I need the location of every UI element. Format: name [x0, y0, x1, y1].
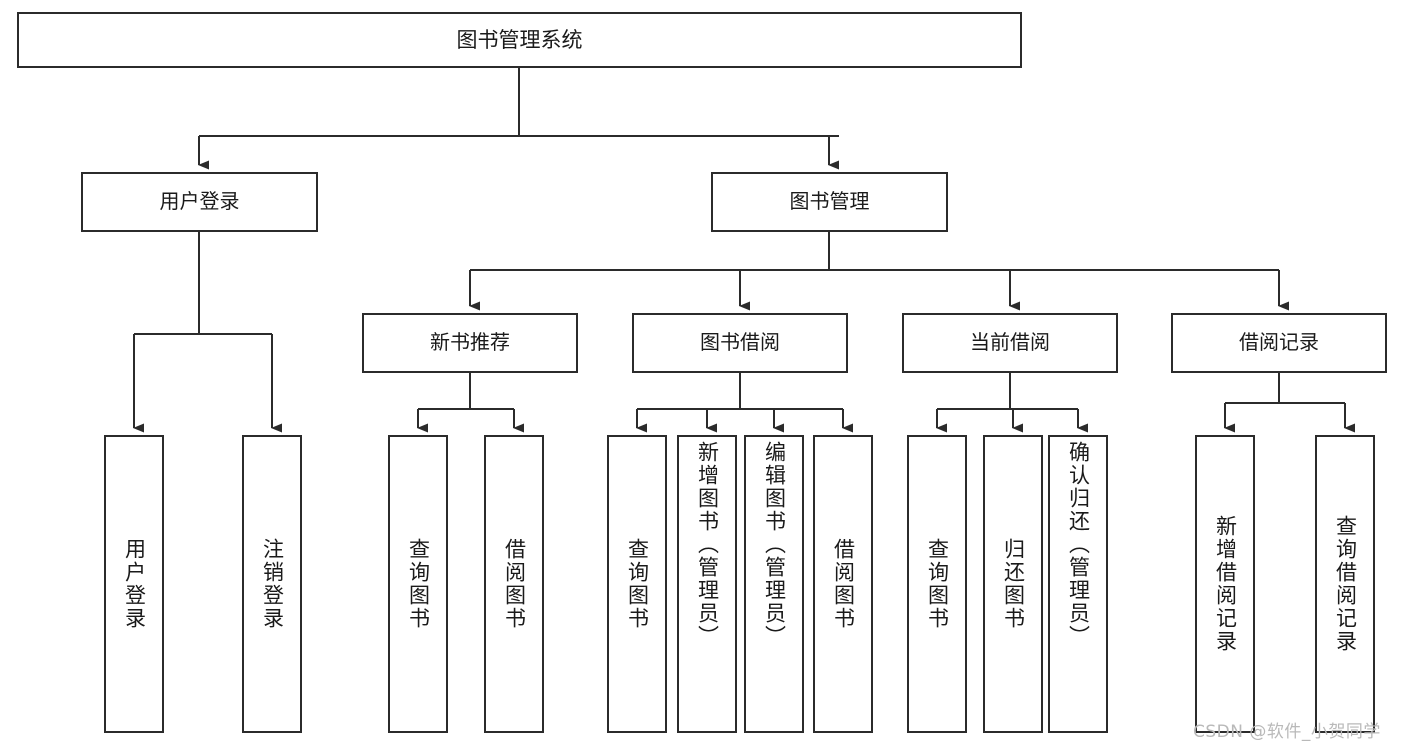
leaf-borrow-book[interactable]: 借阅图书	[813, 435, 873, 733]
node-new-book-recommend[interactable]: 新书推荐	[362, 313, 578, 373]
leaf-edit-book-admin-label: 编辑图书（管理员）	[762, 441, 787, 648]
leaf-newbook-borrow-book-label: 借阅图书	[502, 538, 527, 630]
node-new-book-recommend-label: 新书推荐	[430, 330, 510, 355]
leaf-borrow-query-book-label: 查询图书	[625, 538, 650, 630]
leaf-query-borrow-record-label: 查询借阅记录	[1333, 515, 1358, 653]
leaf-query-borrow-record[interactable]: 查询借阅记录	[1315, 435, 1375, 733]
leaf-add-borrow-record[interactable]: 新增借阅记录	[1195, 435, 1255, 733]
leaf-borrow-book-label: 借阅图书	[831, 538, 856, 630]
leaf-return-book[interactable]: 归还图书	[983, 435, 1043, 733]
node-book-borrow-label: 图书借阅	[700, 330, 780, 355]
leaf-user-login[interactable]: 用户登录	[104, 435, 164, 733]
leaf-current-query-book-label: 查询图书	[925, 538, 950, 630]
csdn-watermark: CSDN @软件_小贺同学	[1193, 722, 1381, 742]
leaf-newbook-query-book-label: 查询图书	[406, 538, 431, 630]
node-user-login-label: 用户登录	[159, 189, 240, 214]
leaf-edit-book-admin[interactable]: 编辑图书（管理员）	[744, 435, 804, 733]
node-book-management-label: 图书管理	[789, 189, 870, 214]
leaf-user-logout-label: 注销登录	[260, 538, 285, 630]
node-borrow-records[interactable]: 借阅记录	[1171, 313, 1387, 373]
node-current-borrow[interactable]: 当前借阅	[902, 313, 1118, 373]
node-root[interactable]: 图书管理系统	[17, 12, 1022, 68]
node-book-borrow[interactable]: 图书借阅	[632, 313, 848, 373]
node-user-login[interactable]: 用户登录	[81, 172, 318, 232]
leaf-newbook-borrow-book[interactable]: 借阅图书	[484, 435, 544, 733]
leaf-current-query-book[interactable]: 查询图书	[907, 435, 967, 733]
leaf-confirm-return-admin[interactable]: 确认归还（管理员）	[1048, 435, 1108, 733]
leaf-newbook-query-book[interactable]: 查询图书	[388, 435, 448, 733]
node-root-label: 图书管理系统	[456, 27, 583, 52]
leaf-return-book-label: 归还图书	[1001, 538, 1026, 630]
leaf-add-book-admin-label: 新增图书（管理员）	[695, 441, 720, 648]
leaf-user-logout[interactable]: 注销登录	[242, 435, 302, 733]
leaf-borrow-query-book[interactable]: 查询图书	[607, 435, 667, 733]
leaf-add-borrow-record-label: 新增借阅记录	[1213, 515, 1238, 653]
leaf-user-login-label: 用户登录	[122, 538, 147, 630]
node-book-management[interactable]: 图书管理	[711, 172, 948, 232]
leaf-confirm-return-admin-label: 确认归还（管理员）	[1066, 441, 1091, 648]
node-borrow-records-label: 借阅记录	[1239, 330, 1319, 355]
leaf-add-book-admin[interactable]: 新增图书（管理员）	[677, 435, 737, 733]
node-current-borrow-label: 当前借阅	[970, 330, 1050, 355]
